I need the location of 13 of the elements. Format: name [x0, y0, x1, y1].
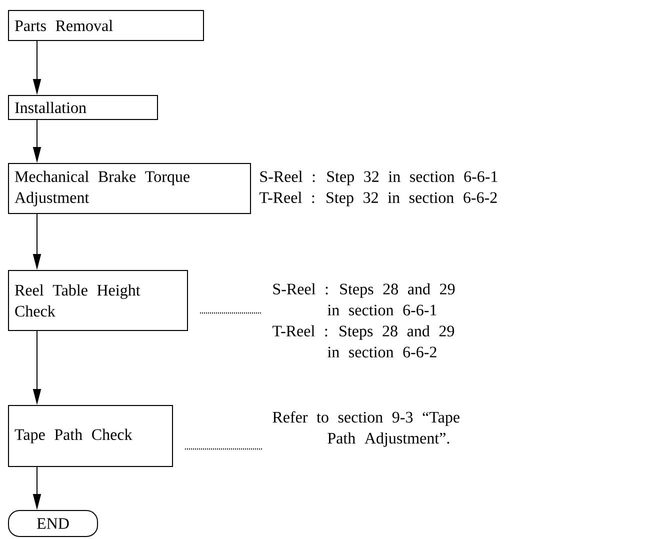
end-terminal: END	[8, 510, 98, 537]
process-box: Tape Path Check	[8, 405, 173, 467]
leader-line	[184, 448, 262, 450]
process-box: Reel Table Height Check	[8, 270, 188, 331]
process-box: Mechanical Brake Torque Adjustment	[8, 163, 251, 214]
note-text: S-Reel : Step 32 in section 6-6-1	[260, 170, 498, 186]
note-text: Refer to section 9-3 “Tape Path Adjustment”.	[272, 411, 460, 447]
leader-line	[200, 312, 262, 314]
process-box: Parts Removal	[8, 10, 204, 41]
note-text: T-Reel : Steps 28 and 29 in section 6-6-2	[272, 325, 454, 358]
process-box: Installation	[8, 95, 158, 120]
note-text: T-Reel : Step 32 in section 6-6-2	[259, 192, 497, 206]
note-text: S-Reel : Steps 28 and 29 in section 6-6-1	[273, 283, 455, 316]
